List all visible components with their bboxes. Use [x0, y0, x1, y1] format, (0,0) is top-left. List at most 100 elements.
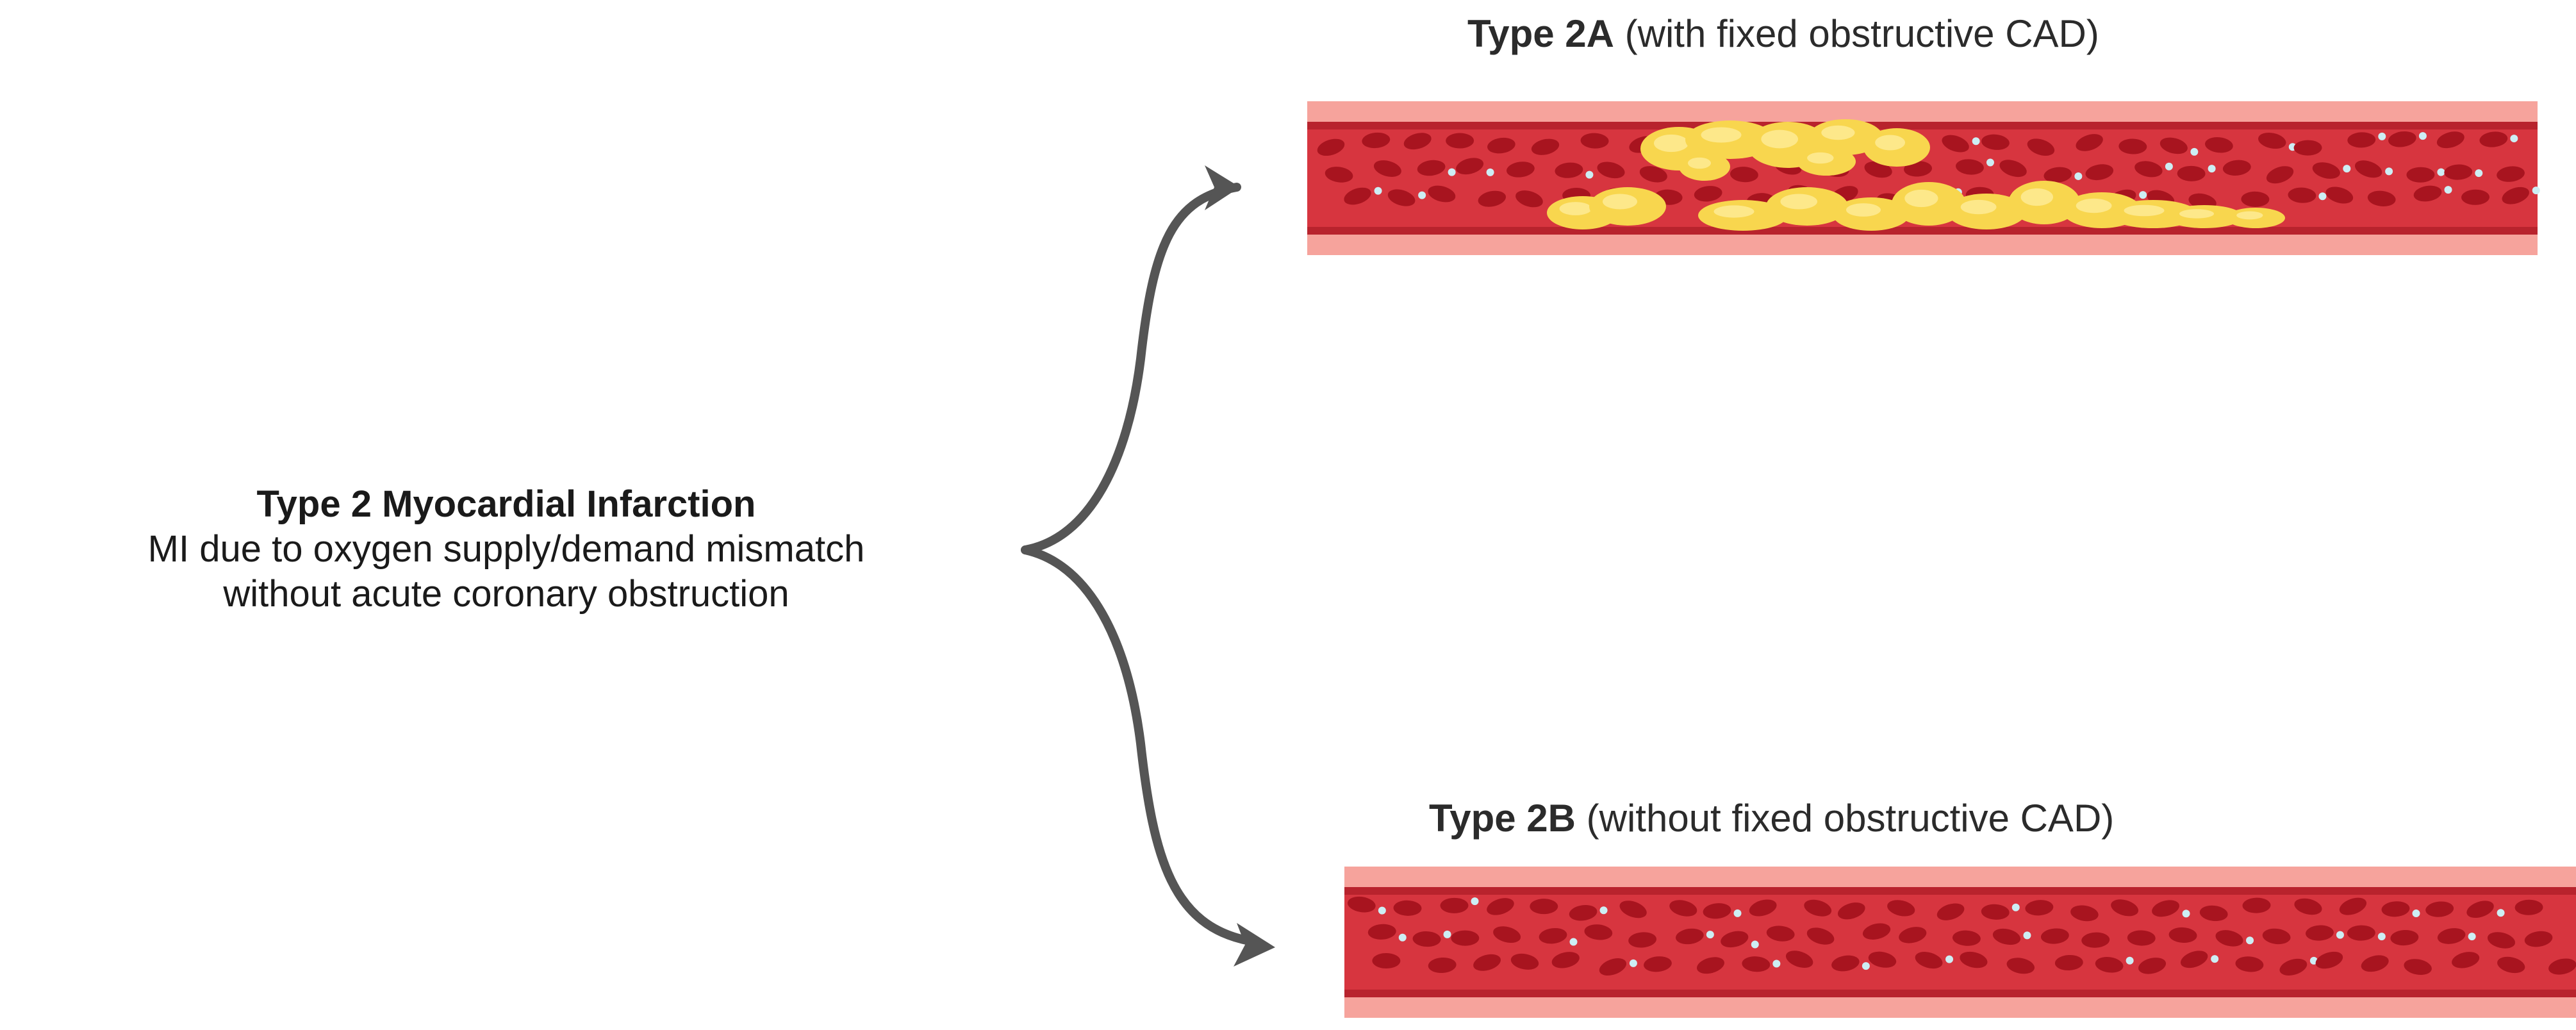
red-blood-cell	[2444, 164, 2473, 180]
red-blood-cell	[2111, 899, 2139, 917]
red-blood-cell	[1806, 927, 1835, 945]
platelet	[1448, 168, 1456, 176]
red-blood-cell	[1344, 187, 1371, 205]
red-blood-cell	[2497, 166, 2525, 182]
red-blood-cell	[1387, 189, 1416, 206]
red-blood-cell	[1742, 956, 1771, 972]
origin-label: Type 2 Myocardial Infarction MI due to o…	[0, 482, 1012, 617]
red-blood-cell	[1569, 904, 1598, 921]
red-blood-cell	[1597, 162, 1625, 179]
red-blood-cell	[1362, 132, 1391, 149]
red-blood-cell	[1904, 161, 1933, 177]
plaque-highlight	[1701, 127, 1742, 143]
red-blood-cell	[1952, 930, 1981, 946]
red-blood-cell	[2406, 167, 2435, 183]
plaque-highlight	[1807, 152, 1834, 164]
curved-arrow-down-icon	[1021, 545, 1254, 945]
origin-title: Type 2 Myocardial Infarction	[256, 483, 756, 525]
origin-line-1: MI due to oxygen supply/demand mismatch	[147, 528, 865, 570]
red-blood-cell	[1785, 951, 1813, 968]
plaque-highlight	[1713, 205, 1754, 218]
red-blood-cell	[1868, 951, 1897, 968]
red-blood-cells-b	[1348, 896, 2576, 976]
red-blood-cell	[2361, 955, 2389, 972]
red-blood-cell	[1956, 159, 1984, 175]
plaque-highlight	[2179, 209, 2214, 219]
red-blood-cell	[1372, 953, 1401, 969]
red-blood-cell	[2294, 898, 2322, 915]
red-blood-cell	[1456, 158, 1484, 175]
platelet	[1629, 959, 1637, 967]
plaque-highlight	[2076, 198, 2112, 213]
plaque-highlight	[1603, 194, 1637, 210]
red-blood-cell	[2215, 930, 2243, 947]
plaque-highlight	[1846, 203, 1881, 217]
red-blood-cell	[2168, 927, 2197, 943]
red-blood-cell	[2204, 137, 2233, 153]
red-blood-cell	[2081, 932, 2110, 948]
platelet	[1374, 187, 1382, 195]
platelet	[2418, 132, 2427, 140]
red-blood-cell	[2177, 165, 2206, 181]
platelet	[2211, 955, 2219, 963]
red-blood-cell	[1992, 928, 2021, 945]
red-blood-cell	[1440, 897, 1469, 913]
red-blood-cell	[2325, 187, 2354, 204]
red-blood-cell	[1864, 161, 1892, 178]
red-blood-cell	[1804, 899, 1832, 917]
platelet	[2182, 910, 2190, 918]
red-blood-cell	[2288, 187, 2316, 203]
red-blood-cell	[1487, 898, 1514, 915]
red-blood-cell	[1451, 930, 1480, 946]
platelet	[2190, 147, 2199, 156]
platelet	[2437, 168, 2445, 176]
red-blood-cell	[2054, 954, 2083, 971]
red-blood-cell	[2497, 956, 2525, 974]
red-blood-cell	[1478, 190, 1507, 207]
plaque-highlight	[1960, 199, 1997, 215]
platelet	[2468, 933, 2476, 941]
red-blood-cell	[2138, 958, 2167, 974]
red-blood-cell	[1675, 928, 1704, 945]
red-blood-cell	[2199, 905, 2228, 922]
plaque-highlight	[2020, 188, 2053, 206]
red-blood-cell	[1473, 954, 1501, 971]
red-blood-cell	[2070, 905, 2099, 922]
red-blood-cell	[1403, 133, 1432, 150]
platelet	[1972, 137, 1980, 145]
red-blood-cell	[1599, 958, 1627, 976]
red-blood-cell	[2040, 928, 2069, 944]
platelet	[1443, 930, 1451, 938]
red-blood-cell	[1393, 900, 1422, 916]
red-blood-cell	[1487, 137, 1515, 154]
plaque-highlight	[1654, 134, 1688, 153]
red-blood-cell	[2436, 131, 2465, 149]
red-blood-cell	[1915, 952, 1943, 969]
red-blood-cell	[1348, 896, 1376, 913]
red-blood-cell	[2279, 958, 2308, 976]
red-blood-cell	[2242, 897, 2271, 913]
platelet	[1585, 170, 1594, 179]
red-blood-cell	[2354, 160, 2382, 178]
platelet	[2318, 192, 2327, 201]
red-blood-cell	[1862, 923, 1891, 940]
red-blood-cell	[2027, 138, 2055, 156]
platelet	[2412, 910, 2420, 918]
platelet	[1862, 962, 1870, 970]
red-blood-cell	[2262, 928, 2291, 945]
red-blood-cell	[2347, 132, 2376, 148]
red-blood-cell	[2312, 162, 2340, 179]
red-blood-cell	[2006, 958, 2035, 974]
red-blood-cell	[1367, 924, 1396, 940]
platelet	[1986, 158, 1994, 167]
branch-qualifier-2b: (without fixed obstructive CAD)	[1586, 797, 2115, 840]
plaque-highlight	[1688, 157, 1711, 169]
red-blood-cell	[1493, 926, 1521, 943]
red-blood-cell	[2437, 928, 2466, 944]
red-blood-cell	[1428, 957, 1457, 974]
red-blood-cell	[1981, 904, 2010, 920]
red-blood-cell	[2461, 189, 2490, 205]
red-blood-cell	[1981, 134, 2010, 150]
red-blood-cell	[1942, 135, 1969, 153]
